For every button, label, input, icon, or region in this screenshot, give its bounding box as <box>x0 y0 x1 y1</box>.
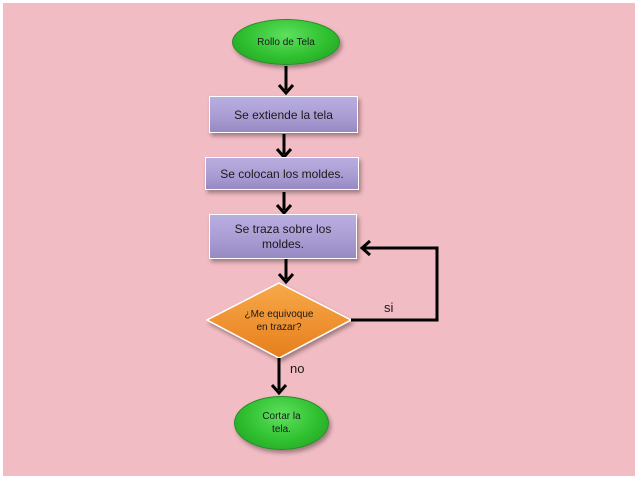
process-step-trace-label: Se traza sobre los moldes. <box>234 221 332 251</box>
process-step-extend-label: Se extiende la tela <box>234 107 333 122</box>
process-step-extend: Se extiende la tela <box>209 96 358 133</box>
arrow-decision-to-end <box>270 358 288 396</box>
arrow-step2-to-step3 <box>275 192 293 216</box>
process-step-place-molds: Se colocan los moldes. <box>205 157 359 190</box>
arrow-decision-loop-back <box>351 239 439 322</box>
decision-node: ¿Me equivoque en trazar? <box>242 292 316 350</box>
start-label: Rollo de Tela <box>257 36 315 48</box>
arrow-step1-to-step2 <box>275 134 293 160</box>
end-label: Cortar la tela. <box>262 411 301 435</box>
process-step-place-molds-label: Se colocan los moldes. <box>220 166 344 181</box>
edge-label-yes: si <box>384 300 394 315</box>
decision-label: ¿Me equivoque en trazar? <box>244 309 314 333</box>
start-terminator: Rollo de Tela <box>232 19 340 65</box>
end-terminator: Cortar la tela. <box>234 396 329 450</box>
process-step-trace: Se traza sobre los moldes. <box>209 214 357 259</box>
edge-label-no: no <box>290 361 305 376</box>
arrow-step3-to-decision <box>277 259 295 285</box>
arrow-start-to-step1 <box>277 66 295 96</box>
